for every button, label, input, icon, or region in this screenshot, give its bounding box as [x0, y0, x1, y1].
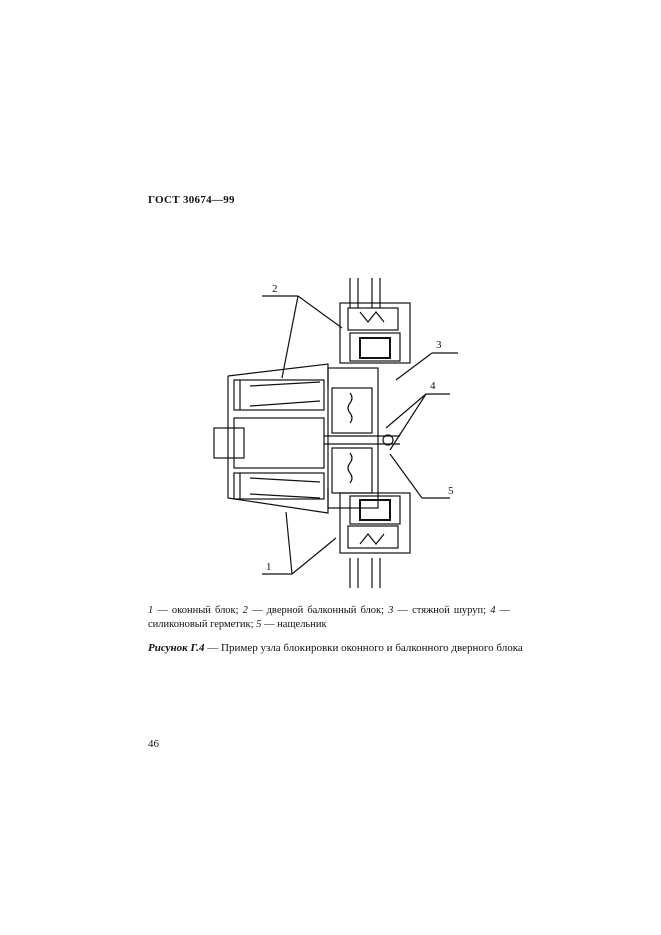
technical-drawing: 2 3 4 5 1	[200, 268, 480, 598]
page-number: 46	[148, 738, 159, 750]
figure-legend: 1 — оконный блок; 2 — дверной балконный …	[148, 604, 510, 631]
legend-item: 4 — силиконовый герметик;	[148, 605, 511, 630]
legend-item: 1 — оконный блок;	[148, 605, 239, 616]
callout-3: 3	[436, 339, 442, 351]
legend-item: 5 — нащельник	[256, 618, 327, 630]
figure-caption: Рисунок Г.4 — Пример узла блокировки око…	[148, 641, 528, 655]
caption-separator: —	[204, 642, 222, 654]
callout-4: 4	[430, 380, 436, 392]
callout-5: 5	[448, 485, 454, 497]
document-header: ГОСТ 30674—99	[148, 194, 235, 206]
callout-2: 2	[272, 283, 278, 295]
cross-section-drawing: 2 3 4 5 1	[213, 278, 458, 588]
caption-text: Пример узла блокировки оконного и балкон…	[221, 642, 523, 654]
caption-label: Рисунок Г.4	[148, 642, 205, 654]
legend-item: 2 — дверной балконный блок;	[242, 605, 385, 616]
legend-item: 3 — стяжной шуруп;	[388, 605, 487, 616]
callout-1: 1	[266, 561, 272, 573]
